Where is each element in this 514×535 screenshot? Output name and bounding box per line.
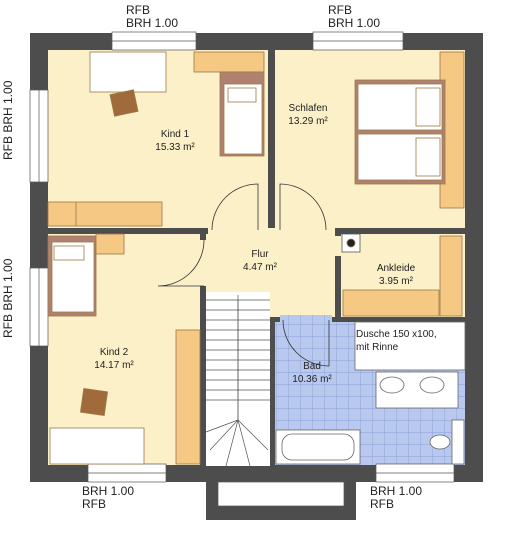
schlafen-furniture [354,51,465,209]
shower-line1: Dusche 150 x100, [356,329,437,340]
window-left-lower-sill: BRH 1.00 [1,258,15,311]
window-left-upper-label: RFB BRH 1.00 [1,80,15,160]
shower-label: Dusche 150 x100, mit Rinne [356,328,437,354]
door-gap-bad [280,315,332,324]
window-left-lower-type: RFB [1,314,15,338]
window-left-upper-type: RFB [1,136,15,160]
room-ankleide-name: Ankleide [376,263,416,274]
window-top-left-sill: BRH 1.00 [126,16,179,30]
window-left-lower-label: RFB BRH 1.00 [1,258,15,338]
room-schlafen-name: Schlafen [288,103,328,114]
room-schlafen-label: Schlafen 13.29 m² [276,102,340,128]
windows [29,31,455,483]
wall-kind1-schlafen [268,50,275,228]
door-gap-kind1 [212,226,260,236]
room-bad-name: Bad [303,361,321,372]
window-left-upper-sill: BRH 1.00 [1,80,15,133]
stairs [205,295,270,467]
wall-bad-top [270,317,465,322]
window-bottom-right-sill: BRH 1.00 [370,484,423,498]
ankleide-furniture [341,233,463,317]
room-kind1-area: 15.33 m² [155,142,195,153]
room-schlafen-area: 13.29 m² [288,116,328,127]
door-gap-ankleide [333,236,343,256]
room-ankleide-label: Ankleide 3.95 m² [364,262,428,288]
room-kind2-label: Kind 2 14.17 m² [82,346,146,372]
window-bottom-right-label: BRH 1.00 RFB [370,485,422,511]
room-kind1-label: Kind 1 15.33 m² [140,128,210,154]
room-bad-area: 10.36 m² [292,374,332,385]
wall-kind1-bottom [48,228,208,234]
room-kind2-area: 14.17 m² [94,360,134,371]
door-swings [157,183,330,367]
shower-line2: mit Rinne [356,342,399,353]
room-kind1-name: Kind 1 [160,129,190,140]
window-bottom-right-type: RFB [370,497,394,511]
window-top-right-sill: BRH 1.00 [328,16,381,30]
wall-kind2-right [200,234,206,466]
window-bottom-left-label: BRH 1.00 RFB [82,485,134,511]
room-flur-area: 4.47 m² [243,262,277,273]
room-flur-name: Flur [251,249,269,260]
door-gap-schlafen [278,226,326,236]
window-top-left-type: RFB [126,3,150,17]
kind1-furniture [47,51,265,227]
window-top-right-type: RFB [328,3,352,17]
window-top-left-label: RFB BRH 1.00 [126,4,178,30]
wall-stairs-right [270,322,275,466]
room-ankleide-area: 3.95 m² [379,276,413,287]
wall-ankleide-left [335,234,341,322]
wall-schlafen-bottom [335,228,465,234]
window-bottom-left-sill: BRH 1.00 [82,484,135,498]
kind2-furniture [47,233,201,465]
room-kind2-name: Kind 2 [99,347,129,358]
bath-fixtures [275,321,466,465]
window-bottom-left-type: RFB [82,497,106,511]
bay-inner [217,481,345,507]
room-bad-label: Bad 10.36 m² [280,360,344,386]
window-top-right-label: RFB BRH 1.00 [328,4,380,30]
door-gap-kind2 [198,240,208,286]
room-flur-label: Flur 4.47 m² [228,248,292,274]
